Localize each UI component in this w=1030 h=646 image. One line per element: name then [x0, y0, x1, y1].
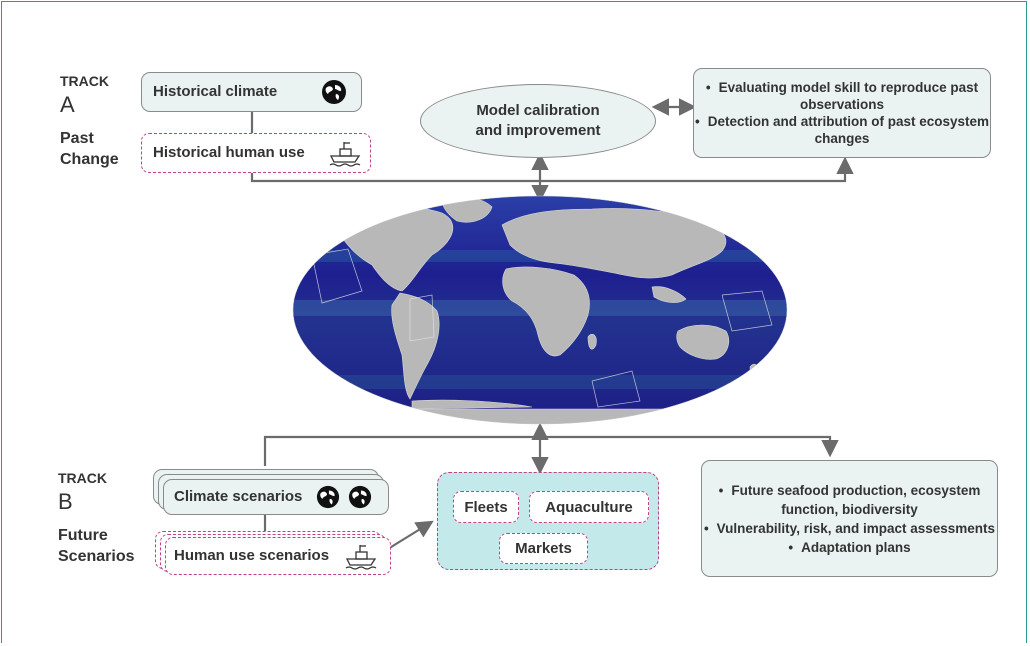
world-map [292, 195, 788, 425]
evaluation-box: Evaluating model skill to reproduce past… [693, 68, 991, 158]
human-use-scenarios-box: Human use scenarios [165, 537, 391, 575]
historical-human-use-box: Historical human use [141, 133, 371, 173]
calibration-line2: and improvement [475, 122, 601, 139]
track-b-word: TRACK [58, 470, 107, 486]
calibration-line1: Model calibration [476, 102, 600, 119]
climate-scenarios-label: Climate scenarios [174, 488, 303, 505]
evaluation-item: Evaluating model skill to reproduce past… [694, 79, 990, 113]
ship-icon [345, 545, 377, 570]
aquaculture-label: Aquaculture [545, 498, 633, 516]
model-calibration-ellipse: Model calibration and improvement [420, 84, 656, 158]
track-a-subtitle: Past Change [60, 128, 119, 170]
historical-climate-box: Historical climate [141, 72, 362, 112]
climate-scenarios-box: Climate scenarios [163, 479, 389, 515]
track-b-subtitle: Future Scenarios [58, 525, 134, 567]
track-a-letter: A [60, 92, 75, 117]
historical-human-use-label: Historical human use [153, 144, 305, 161]
historical-climate-label: Historical climate [153, 83, 278, 100]
globe-icon [348, 485, 372, 509]
fleets-label: Fleets [464, 498, 508, 516]
evaluation-item: Detection and attribution of past ecosys… [694, 113, 990, 147]
outcome-item: Future seafood production, ecosystem fun… [702, 481, 997, 519]
outcomes-list: Future seafood production, ecosystem fun… [702, 481, 997, 557]
globe-icon [316, 485, 340, 509]
track-a-sub-line2: Change [60, 151, 119, 168]
evaluation-list: Evaluating model skill to reproduce past… [694, 79, 990, 147]
track-a-sub-line1: Past [60, 130, 94, 147]
track-b-letter: B [58, 489, 73, 514]
markets-label: Markets [515, 540, 572, 557]
aquaculture-box: Aquaculture [529, 491, 649, 523]
track-a-word: TRACK [60, 73, 109, 89]
sectors-container: Fleets Aquaculture Markets [437, 472, 659, 570]
outcome-item: Adaptation plans [702, 538, 997, 557]
outcomes-box: Future seafood production, ecosystem fun… [701, 460, 998, 577]
human-use-scenarios-label: Human use scenarios [174, 547, 330, 564]
fleets-box: Fleets [453, 491, 519, 523]
track-b-sub-line2: Scenarios [58, 548, 135, 565]
outcome-item: Vulnerability, risk, and impact assessme… [702, 519, 997, 538]
globe-icon [322, 80, 346, 104]
track-b-sub-line1: Future [58, 527, 108, 544]
ship-icon [329, 142, 361, 167]
markets-box: Markets [499, 533, 588, 564]
